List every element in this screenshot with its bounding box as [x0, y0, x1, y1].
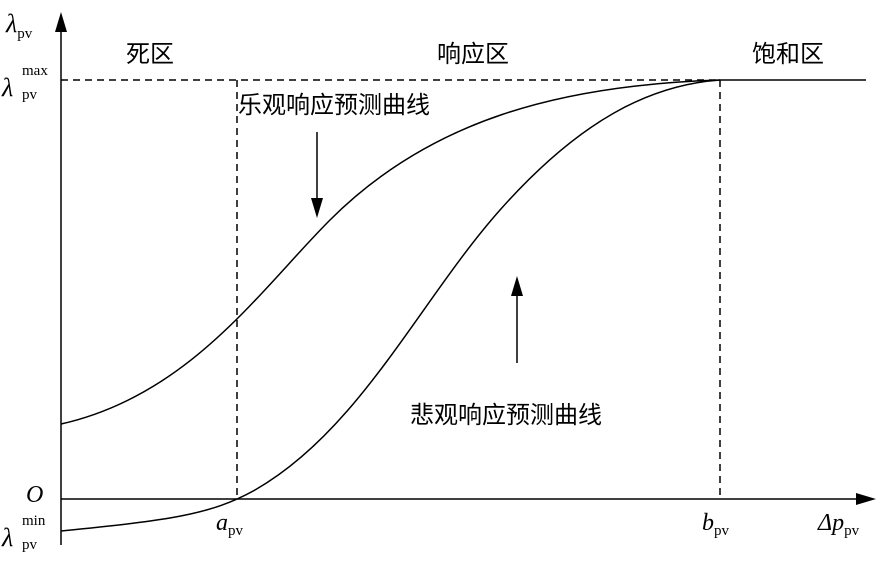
max-level-sub: pv — [22, 87, 38, 103]
optimistic-curve-label: 乐观响应预测曲线 — [238, 91, 430, 119]
min-level-label: λ — [1, 523, 13, 552]
min-level-sup: min — [22, 513, 46, 529]
x-axis-arrowhead — [856, 493, 876, 505]
max-level-label: λ — [1, 73, 13, 102]
b-threshold-label: bpv — [702, 510, 730, 539]
pessimistic-curve — [60, 79, 721, 532]
pessimistic-curve-label: 悲观响应预测曲线 — [410, 401, 602, 429]
region-label-saturation: 饱和区 — [752, 40, 824, 68]
x-axis-label: Δppv — [817, 510, 860, 539]
optimistic-curve — [60, 79, 721, 425]
min-level-sub: pv — [22, 537, 38, 553]
region-label-dead: 死区 — [126, 40, 174, 68]
max-level-sup: max — [22, 63, 48, 79]
pessimistic-arrowhead — [511, 276, 523, 296]
y-axis-arrowhead — [55, 12, 67, 32]
origin-label: O — [26, 482, 43, 508]
a-threshold-label: apv — [216, 510, 244, 539]
region-label-response: 响应区 — [437, 40, 509, 68]
y-axis-label: λpv — [5, 9, 33, 42]
optimistic-arrowhead — [311, 198, 323, 218]
